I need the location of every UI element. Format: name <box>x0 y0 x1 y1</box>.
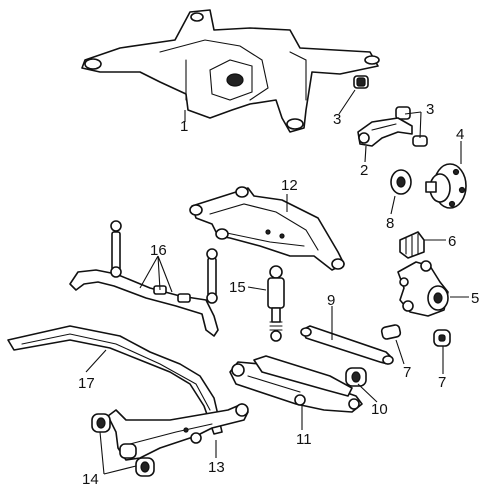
callout-2: 2 <box>360 162 368 179</box>
callout-4: 4 <box>456 126 464 143</box>
callout-3-right: 3 <box>426 101 434 118</box>
wheel-hub <box>425 163 467 209</box>
steering-knuckle <box>397 260 449 317</box>
callout-15: 15 <box>229 279 246 296</box>
callout-9: 9 <box>327 292 335 309</box>
callout-6: 6 <box>448 233 456 250</box>
link-bushing <box>345 367 367 387</box>
callout-13: 13 <box>208 459 225 476</box>
knuckle-bushings <box>380 324 451 347</box>
callout-5: 5 <box>471 290 479 307</box>
callout-1: 1 <box>180 118 188 135</box>
callout-10: 10 <box>371 401 388 418</box>
callout-12: 12 <box>281 177 298 194</box>
leader-lines <box>85 89 469 475</box>
bump-stop <box>399 231 425 259</box>
upper-control-arm <box>357 117 413 147</box>
leaf-spring <box>7 325 223 435</box>
callout-14: 14 <box>82 471 99 488</box>
callout-11: 11 <box>296 431 312 448</box>
lower-arm-frame <box>189 186 345 271</box>
callout-7-right: 7 <box>438 374 446 391</box>
stabilizer-bar <box>69 220 219 337</box>
lower-arm-bushings <box>91 413 155 477</box>
callout-16: 16 <box>150 242 167 259</box>
callout-8: 8 <box>386 215 394 232</box>
shock-absorber <box>267 265 285 342</box>
callout-7-left: 7 <box>403 364 411 381</box>
crossmember-subframe <box>81 9 380 133</box>
lower-control-arm <box>107 403 249 461</box>
callout-labels: 1 3 3 2 4 8 6 5 7 7 9 10 11 12 15 16 17 … <box>78 101 479 488</box>
wheel-bearing <box>390 169 412 195</box>
callout-17: 17 <box>78 375 95 392</box>
callout-3-left: 3 <box>333 111 341 128</box>
lateral-link <box>300 325 394 365</box>
trailing-link <box>229 355 363 413</box>
